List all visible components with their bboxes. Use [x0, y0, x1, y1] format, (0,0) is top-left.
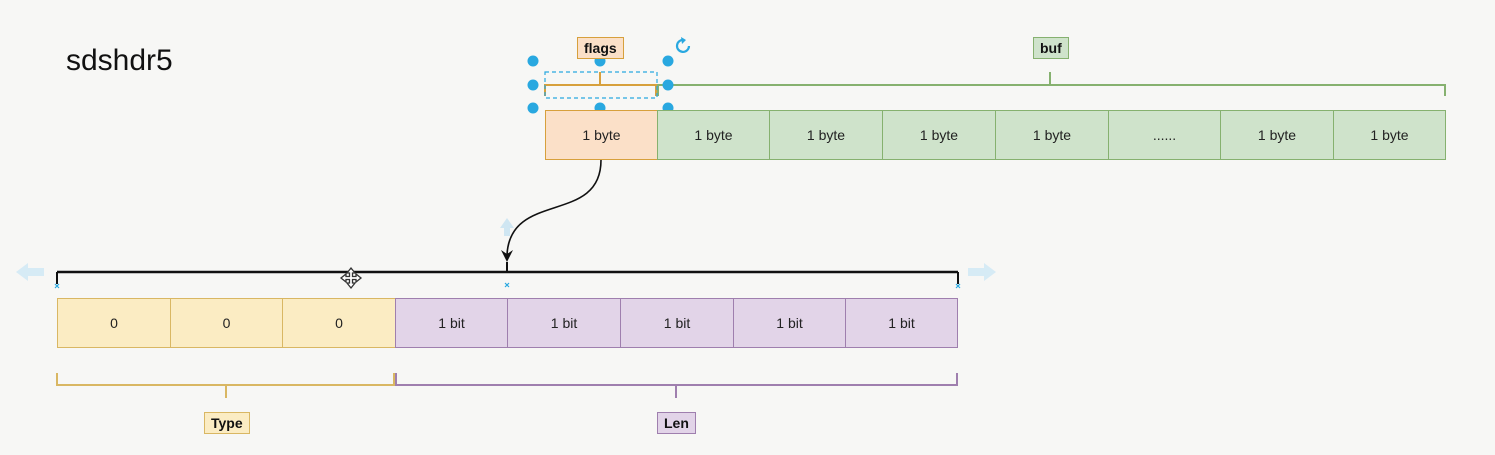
type-label: Type	[204, 412, 250, 434]
arrow-left-icon[interactable]	[16, 263, 44, 281]
flags-bracket	[544, 72, 657, 96]
flags-label: flags	[577, 37, 624, 59]
type-bracket	[56, 373, 395, 398]
len-bit-cell[interactable]: 1 bit	[845, 298, 958, 348]
len-bracket	[395, 373, 958, 398]
move-cursor-icon	[339, 266, 363, 290]
selection-handles[interactable]	[527, 55, 674, 114]
buf-bracket	[657, 72, 1446, 96]
flags-byte-cell[interactable]: 1 byte	[545, 110, 658, 160]
bit-bar-line[interactable]	[56, 262, 959, 284]
diagram-title: sdshdr5	[66, 44, 173, 77]
buf-byte-cell[interactable]: 1 byte	[995, 110, 1109, 160]
len-label: Len	[657, 412, 696, 434]
arrow-up-icon[interactable]	[500, 218, 514, 236]
len-bit-cell[interactable]: 1 bit	[620, 298, 734, 348]
buf-byte-cell[interactable]: 1 byte	[1220, 110, 1334, 160]
buf-byte-cell[interactable]: 1 byte	[657, 110, 770, 160]
buf-label: buf	[1033, 37, 1069, 59]
buf-byte-cell[interactable]: 1 byte	[1333, 110, 1446, 160]
buf-ellipsis-cell[interactable]: ......	[1108, 110, 1221, 160]
len-bit-cell[interactable]: 1 bit	[507, 298, 621, 348]
buf-byte-cell[interactable]: 1 byte	[769, 110, 883, 160]
selection-box[interactable]	[544, 71, 658, 99]
buf-byte-cell[interactable]: 1 byte	[882, 110, 996, 160]
arrow-right-icon[interactable]	[968, 263, 996, 281]
len-bit-cell[interactable]: 1 bit	[733, 298, 846, 348]
connector-arrow[interactable]	[501, 159, 602, 262]
type-bit-cell[interactable]: 0	[282, 298, 396, 348]
type-bit-cell[interactable]: 0	[57, 298, 171, 348]
rotate-icon[interactable]	[675, 37, 691, 53]
bar-endpoint-markers[interactable]	[54, 282, 961, 289]
type-bit-cell[interactable]: 0	[170, 298, 283, 348]
len-bit-cell[interactable]: 1 bit	[395, 298, 508, 348]
